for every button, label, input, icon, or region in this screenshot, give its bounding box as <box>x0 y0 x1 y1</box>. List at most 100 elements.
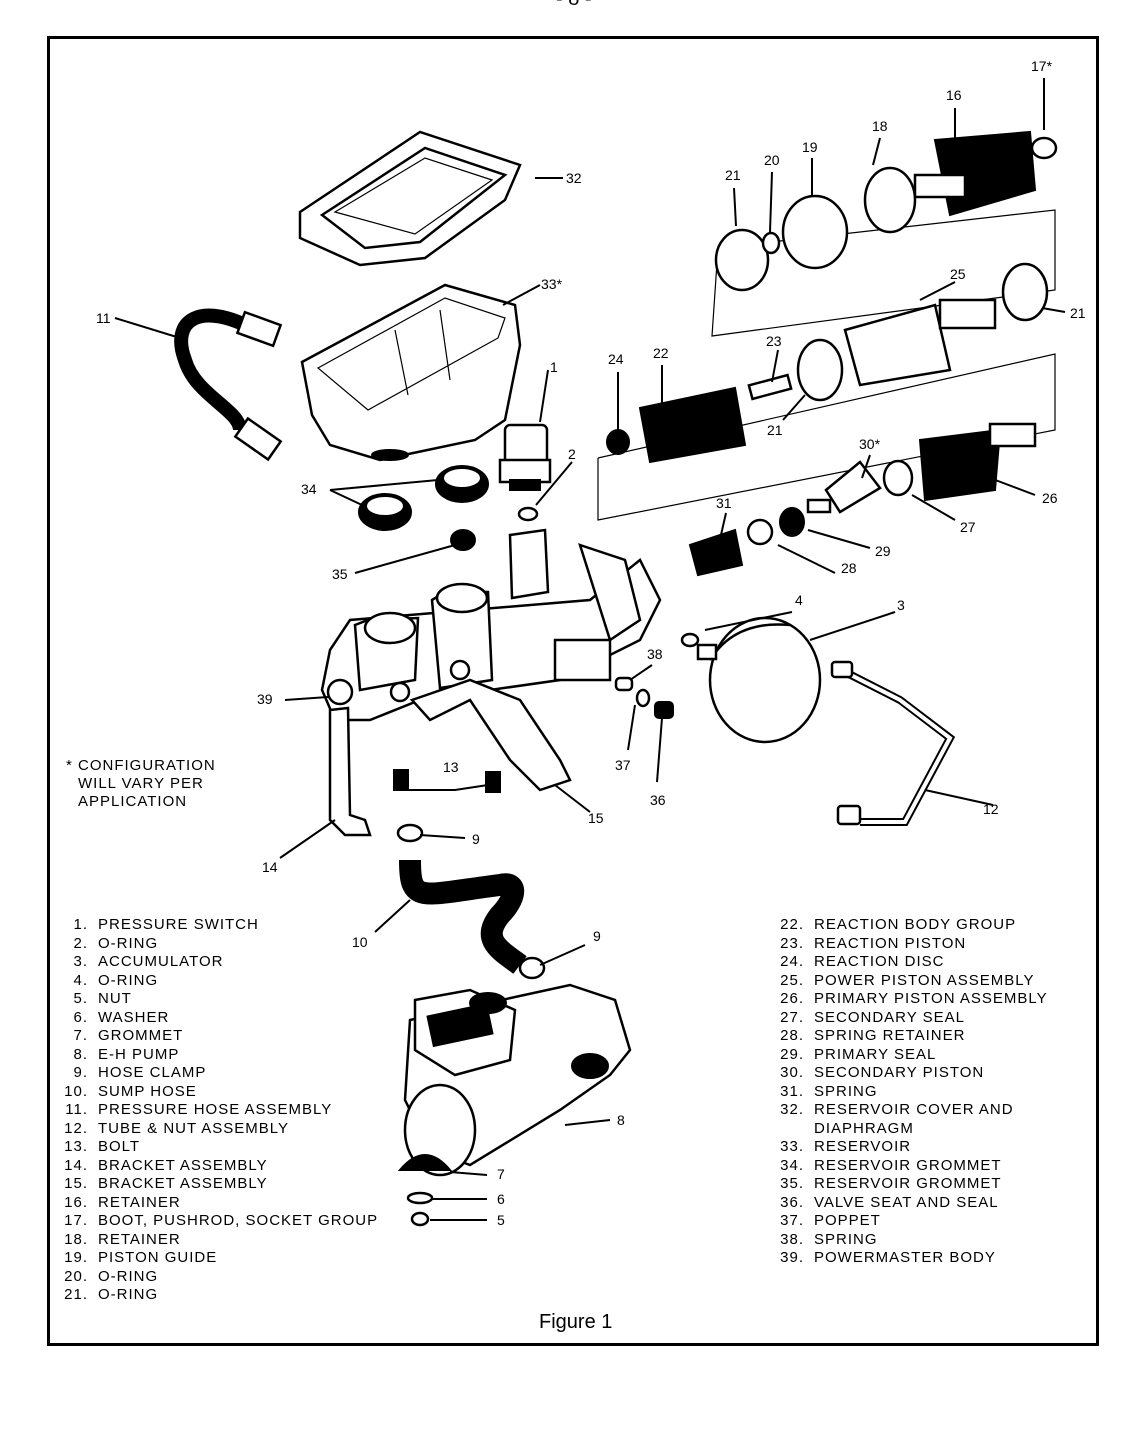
note-line: * CONFIGURATION <box>66 757 216 774</box>
legend-item-label: O-RING <box>98 1286 159 1303</box>
legend-item: 38.SPRING <box>770 1231 1048 1250</box>
legend-item: 3.ACCUMULATOR <box>60 953 378 972</box>
legend-item-number: 19. <box>64 1249 88 1266</box>
legend-item-label: POPPET <box>814 1212 881 1229</box>
legend-item-label: VALVE SEAT AND SEAL <box>814 1193 999 1211</box>
legend-item-label: REACTION BODY GROUP <box>814 916 1017 933</box>
callout-16: 16 <box>946 87 962 103</box>
callout-39: 39 <box>257 691 273 707</box>
callout-30: 30* <box>859 436 881 452</box>
callout-29: 29 <box>875 543 891 559</box>
legend-item-label: RESERVOIR <box>814 1138 912 1155</box>
callout-28: 28 <box>841 560 857 576</box>
legend-item-number: 5. <box>73 990 88 1007</box>
legend-item-number: 1. <box>73 916 88 933</box>
legend-item-label: REACTION PISTON <box>814 934 967 952</box>
legend-item: 23. REACTION PISTON <box>770 935 1048 954</box>
eh-pump-drawing <box>403 983 632 1177</box>
legend-item-label: SUMP HOSE <box>98 1082 197 1100</box>
legend-item-number: 10. <box>64 1082 88 1100</box>
legend-item-number: 33. <box>780 1138 804 1155</box>
legend-item-number: 39. <box>780 1249 804 1266</box>
legend-item-label: O-RING <box>98 934 159 952</box>
powermaster-body-drawing <box>320 528 662 722</box>
legend-item-number: 30. <box>780 1064 804 1081</box>
legend-item-label: RESERVOIR COVER AND <box>814 1101 1014 1118</box>
legend-item-label: BOOT, PUSHROD, SOCKET GROUP <box>98 1212 379 1229</box>
accumulator-drawing <box>696 616 822 744</box>
legend-item-number: 22. <box>780 916 804 933</box>
legend-item-number: 23. <box>780 934 804 952</box>
legend-item-number: 15. <box>64 1175 88 1192</box>
legend-item: 27.SECONDARY SEAL <box>770 1009 1048 1028</box>
legend-item: 13. BOLT <box>60 1138 378 1157</box>
legend-item-number: 16. <box>64 1193 88 1211</box>
callout-35: 35 <box>332 566 348 582</box>
legend-item: 36.VALVE SEAT AND SEAL <box>770 1194 1048 1213</box>
callout-37: 37 <box>615 757 631 773</box>
callout-6: 6 <box>497 1191 505 1207</box>
pressure-switch-drawing <box>498 423 552 491</box>
callout-10: 10 <box>352 934 368 950</box>
legend-item-number: 29. <box>780 1045 804 1063</box>
legend-item-number: 27. <box>780 1008 804 1026</box>
legend-item: 9.HOSE CLAMP <box>60 1064 378 1083</box>
callout-2: 2 <box>568 446 576 462</box>
callout-4: 4 <box>795 592 803 608</box>
legend-item-label: RETAINER <box>98 1193 181 1211</box>
legend-item: 12.TUBE & NUT ASSEMBLY <box>60 1120 378 1139</box>
note-line: WILL VARY PER <box>78 775 204 792</box>
legend-item-label: PRESSURE SWITCH <box>98 916 259 933</box>
legend-item-label: RETAINER <box>98 1230 181 1248</box>
callout-33: 33* <box>541 276 563 292</box>
callout-21c: 21 <box>1070 305 1086 321</box>
o-ring-2-drawing <box>517 506 539 522</box>
legend-item: 1. PRESSURE SWITCH <box>60 916 378 935</box>
legend-item-label: O-RING <box>98 1267 159 1285</box>
legend-item-label: SPRING RETAINER <box>814 1027 966 1044</box>
legend-item-number: 8. <box>73 1045 88 1063</box>
configuration-note: * CONFIGURATION WILL VARY PER APPLICATIO… <box>66 757 216 811</box>
legend-item: 35.RESERVOIR GROMMET <box>770 1175 1048 1194</box>
legend-item-number: 13. <box>64 1138 88 1155</box>
legend-item-label: BRACKET ASSEMBLY <box>98 1175 268 1192</box>
legend-item-label: BOLT <box>98 1138 141 1155</box>
o-ring-4-drawing <box>680 632 700 648</box>
callout-36: 36 <box>650 792 666 808</box>
legend-item-label: O-RING <box>98 971 159 989</box>
callout-19: 19 <box>802 139 818 155</box>
callout-18: 18 <box>872 118 888 134</box>
callout-27: 27 <box>960 519 976 535</box>
legend-item: 34.RESERVOIR GROMMET <box>770 1157 1048 1176</box>
legend-item-number: 21. <box>64 1286 88 1303</box>
leader-lines <box>114 78 1066 1221</box>
callout-31: 31 <box>716 495 732 511</box>
legend-item-number: 12. <box>64 1119 88 1137</box>
legend-item-label: POWERMASTER BODY <box>814 1249 996 1266</box>
legend-item: DIAPHRAGM <box>770 1120 1048 1139</box>
legend-item-label: RESERVOIR GROMMET <box>814 1175 1002 1192</box>
legend-item-label: POWER PISTON ASSEMBLY <box>814 971 1035 989</box>
reservoir-cover-drawing <box>298 130 522 267</box>
legend-item-number: 20. <box>64 1267 88 1285</box>
figure-caption: Figure 1 <box>539 1311 613 1333</box>
callout-25: 25 <box>950 266 966 282</box>
legend-item-label: PRESSURE HOSE ASSEMBLY <box>98 1101 333 1118</box>
callout-32: 32 <box>566 170 582 186</box>
callout-13: 13 <box>443 759 459 775</box>
legend-item-number: 38. <box>780 1230 804 1248</box>
legend-item-number: 9. <box>73 1064 88 1081</box>
legend-item-label: ACCUMULATOR <box>98 953 224 970</box>
legend-item: 26.PRIMARY PISTON ASSEMBLY <box>770 990 1048 1009</box>
legend-item-number: 31. <box>780 1082 804 1100</box>
legend-item: 31.SPRING <box>770 1083 1048 1102</box>
legend-item: 5.NUT <box>60 990 378 1009</box>
grommet-35-drawing <box>450 529 476 551</box>
legend-item: 14.BRACKET ASSEMBLY <box>60 1157 378 1176</box>
legend-item-number: 25. <box>780 971 804 989</box>
legend-item: 39. POWERMASTER BODY <box>770 1249 1048 1268</box>
tube-and-nut-drawing <box>843 668 956 826</box>
legend-item: 33. RESERVOIR <box>770 1138 1048 1157</box>
figure-frame <box>47 36 1099 1346</box>
